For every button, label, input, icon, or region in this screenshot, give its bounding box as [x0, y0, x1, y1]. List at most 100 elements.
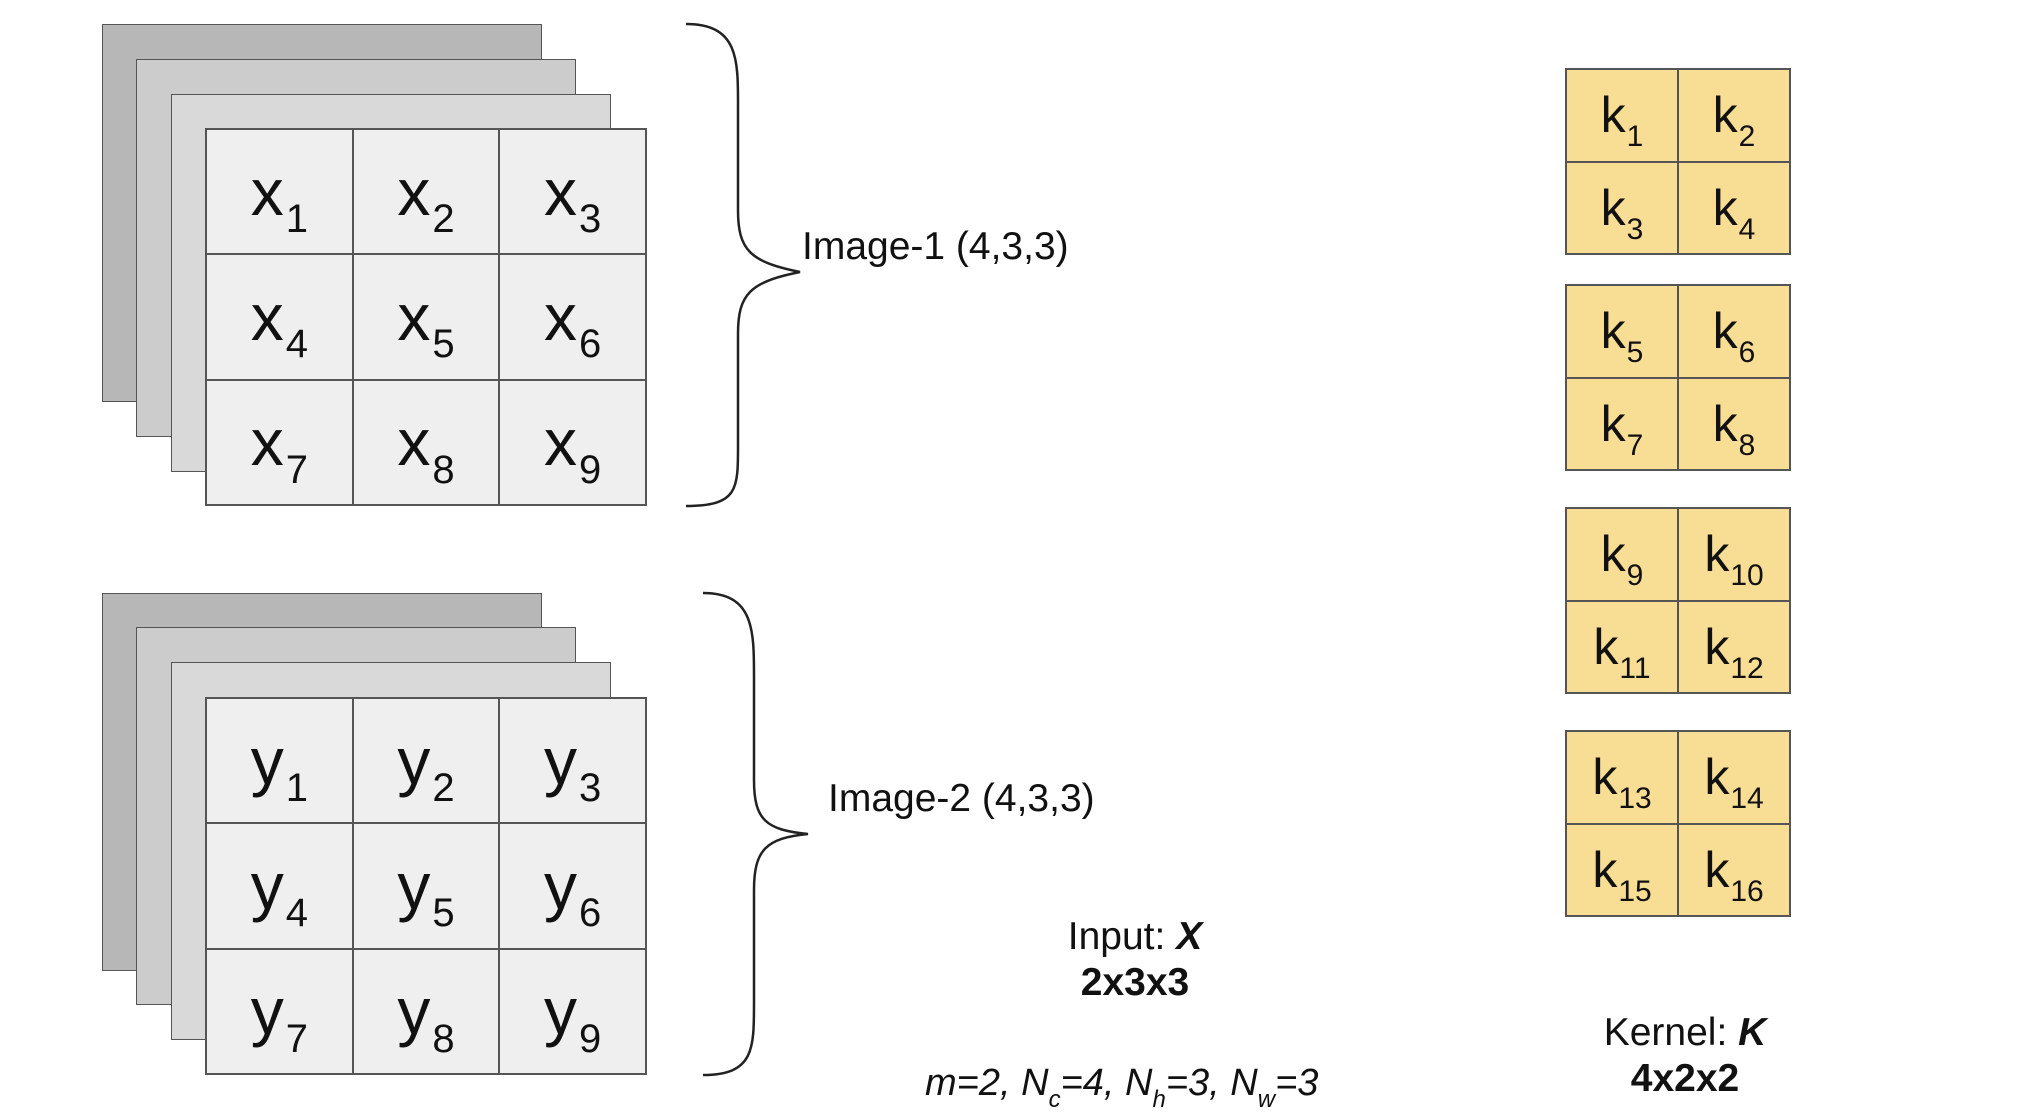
- kernel-cell-symbol: k: [1704, 841, 1730, 898]
- kernel-var: K: [1738, 1011, 1767, 1054]
- image1-cell-subscript: 9: [579, 447, 602, 492]
- kernel-cell-symbol: k: [1600, 526, 1626, 583]
- image1-cell-subscript: 4: [285, 322, 308, 367]
- kernel-cell-subscript: 16: [1730, 874, 1764, 908]
- image2-cell-subscript: 8: [432, 1016, 455, 1061]
- param-name: N: [1230, 1062, 1258, 1104]
- image1-cell-symbol: x: [544, 279, 578, 354]
- kernel-cell-symbol: k: [1704, 526, 1730, 583]
- kernel-cell-symbol: k: [1712, 395, 1738, 452]
- image1-cell-subscript: 5: [432, 322, 455, 367]
- kernel-cell-subscript: 6: [1738, 336, 1756, 370]
- kernel-cell-subscript: 13: [1618, 782, 1652, 816]
- image2-cell-subscript: 4: [285, 891, 308, 936]
- kernel-dims: 4x2x2: [1630, 1057, 1740, 1100]
- param-value: =3,: [1165, 1062, 1231, 1104]
- kernel-cell-symbol: k: [1600, 87, 1626, 144]
- image2-cell-subscript: 1: [285, 766, 308, 811]
- image1-cell-subscript: 8: [432, 447, 455, 492]
- image2-cell-symbol: y: [397, 848, 431, 923]
- kernel-cell-subscript: 8: [1738, 428, 1756, 462]
- image1-cell-symbol: x: [544, 405, 578, 480]
- image1-cell-symbol: x: [250, 405, 284, 480]
- kernel-cell-symbol: k: [1600, 179, 1626, 236]
- kernel-cell-subscript: 12: [1730, 651, 1764, 685]
- image1-cell-subscript: 1: [285, 197, 308, 242]
- kernel-cell-subscript: 14: [1730, 782, 1764, 816]
- image2-cell-symbol: y: [250, 848, 284, 923]
- param-subscript: h: [1152, 1086, 1166, 1113]
- kernel-cell-subscript: 3: [1626, 212, 1644, 246]
- param-name: m: [925, 1062, 957, 1104]
- kernel-cell-symbol: k: [1704, 618, 1730, 675]
- kernel-cell-symbol: k: [1600, 395, 1626, 452]
- kernel-cell-subscript: 15: [1618, 874, 1652, 908]
- image1-cell-symbol: x: [250, 279, 284, 354]
- kernel-cell-symbol: k: [1592, 749, 1618, 806]
- input-caption-prefix: Input:: [1067, 915, 1177, 958]
- kernel-cell-symbol: k: [1712, 179, 1738, 236]
- kernel-cell-subscript: 9: [1626, 559, 1644, 593]
- kernel-cell-symbol: k: [1600, 303, 1626, 360]
- image2-cell-symbol: y: [544, 974, 578, 1049]
- kernel-cell-subscript: 5: [1626, 336, 1644, 370]
- kernel-cell-subscript: 2: [1738, 120, 1756, 154]
- image1-cell-subscript: 7: [285, 447, 308, 492]
- image1-cell-subscript: 3: [579, 197, 602, 242]
- param-name: N: [1021, 1062, 1049, 1104]
- image1-cell-symbol: x: [250, 154, 284, 229]
- input-dims: 2x3x3: [1080, 961, 1190, 1004]
- param-name: N: [1125, 1062, 1153, 1104]
- param-value: =4,: [1060, 1062, 1126, 1104]
- param-subscript: c: [1048, 1086, 1061, 1113]
- image2-cell-subscript: 9: [579, 1016, 602, 1061]
- kernel-cell-subscript: 7: [1626, 428, 1644, 462]
- image1-cell-subscript: 6: [579, 322, 602, 367]
- image1-cell-symbol: x: [397, 279, 431, 354]
- image2-cell-subscript: 3: [579, 766, 602, 811]
- dimension-params: m=2, Nc=4, Nh=3, Nw=3: [925, 1062, 1318, 1113]
- kernel-cell-symbol: k: [1712, 87, 1738, 144]
- param-subscript: w: [1257, 1086, 1276, 1113]
- image2-cell-subscript: 5: [432, 891, 455, 936]
- image2-brace: [702, 591, 809, 1077]
- image2-cell-symbol: y: [397, 723, 431, 798]
- image1-label: Image-1 (4,3,3): [802, 225, 1069, 268]
- kernel-cell-subscript: 10: [1730, 559, 1764, 593]
- image2-cell-subscript: 2: [432, 766, 455, 811]
- image2-cell-symbol: y: [544, 723, 578, 798]
- image2-cell-symbol: y: [397, 974, 431, 1049]
